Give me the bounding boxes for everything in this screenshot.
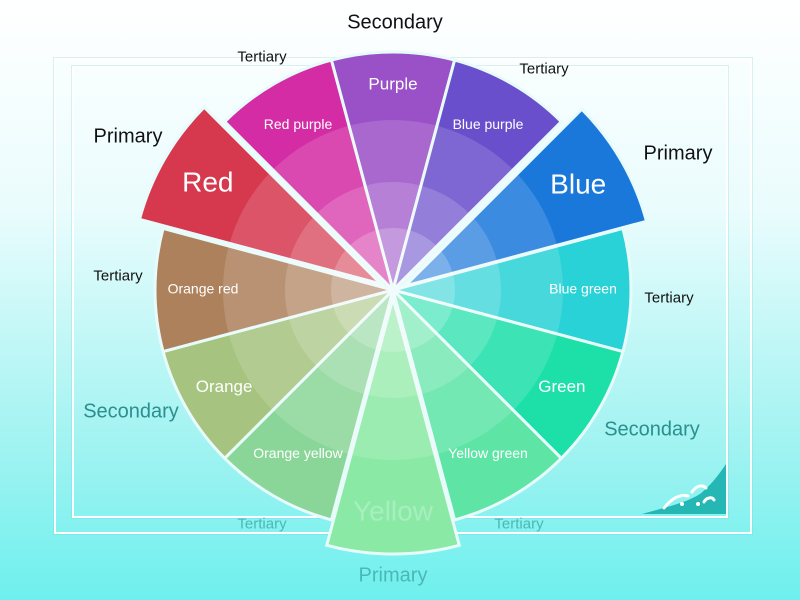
label-tertiary-right: Tertiary [644,289,694,307]
sector-label-blue-purple: Blue purple [453,116,524,132]
sector-orange-red [153,226,399,354]
sector-purple [329,50,457,296]
sector-label-yellow-green: Yellow green [448,445,528,461]
sector-label-orange-red: Orange red [168,281,239,297]
sector-blue-purple [390,58,564,296]
sector-green [387,287,625,461]
sector-label-blue-green: Blue green [549,281,617,297]
label-primary-bottom: Primary [358,564,428,587]
label-top-secondary: Secondary [347,11,443,34]
wheel-sectors [137,50,649,556]
sector-label-purple: Purple [368,74,417,93]
inner-ring-2 [331,228,455,352]
sector-red [137,105,387,287]
sector-blue-green [387,226,633,354]
label-tertiary-bottom-right: Tertiary [494,515,544,533]
inner-ring-1 [285,182,501,398]
sector-label-orange: Orange [196,377,253,396]
label-tertiary-top-left: Tertiary [237,48,287,66]
label-secondary-left: Secondary [83,400,179,423]
sector-red-purple [222,58,396,296]
sector-label-yellow: Yellow [353,495,434,526]
label-primary-left: Primary [93,125,163,148]
sector-yellow-green [390,284,564,522]
inner-ring-0 [223,120,563,460]
label-primary-right: Primary [643,142,713,165]
sector-yellow [324,292,462,556]
label-tertiary-bottom-left: Tertiary [237,515,287,533]
label-tertiary-left: Tertiary [93,267,143,285]
calligraphy-logo-icon [642,464,726,514]
sector-orange [161,287,399,461]
sector-label-blue: Blue [550,168,606,199]
sector-blue [399,107,649,289]
sector-label-red: Red [182,166,233,197]
sector-label-red-purple: Red purple [264,116,333,132]
sector-label-orange-yellow: Orange yellow [253,445,343,461]
sector-orange-yellow [222,284,396,522]
label-tertiary-top-right: Tertiary [519,60,569,78]
label-secondary-right: Secondary [604,418,700,441]
sector-label-green: Green [538,377,585,396]
